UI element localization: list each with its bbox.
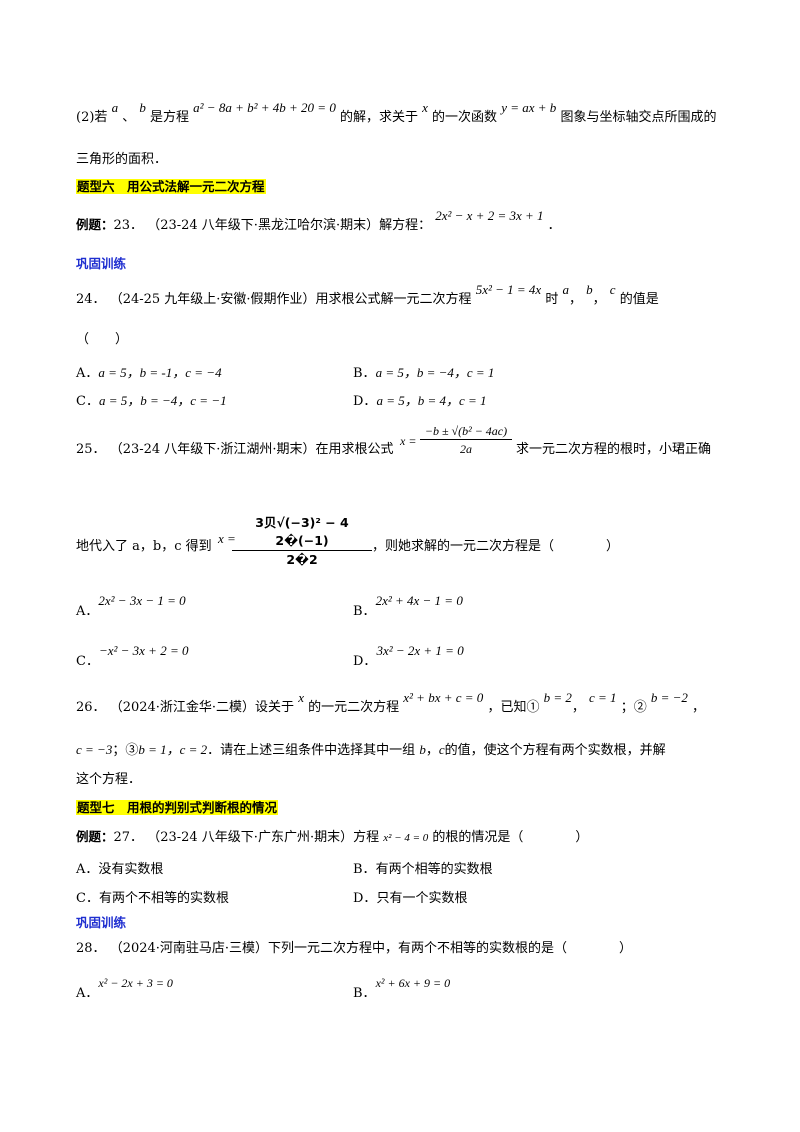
q26-equation: x² + bx + c = 0 bbox=[403, 690, 484, 705]
q24-option-a[interactable]: A．a = 5，b = -1，c = −4 bbox=[76, 365, 222, 381]
q25-stem-line1-tail: 求一元二次方程的根时，小珺正确 bbox=[516, 442, 712, 457]
substituted-formula-denominator: 2�2 bbox=[286, 552, 318, 567]
q22-part2-line2: 三角形的面积． bbox=[76, 152, 168, 167]
q23-equation: 2x² − x + 2 = 3x + 1 bbox=[435, 208, 544, 223]
practice-heading-2: 巩固训练 bbox=[76, 915, 127, 930]
q27-option-c[interactable]: C．有两个不相等的实数根 bbox=[76, 891, 229, 906]
var-x: x bbox=[422, 100, 428, 115]
quadratic-formula-denominator: 2a bbox=[460, 442, 472, 456]
substituted-formula-numerator: 3贝√(−3)² − 4 2�(−1) bbox=[255, 515, 349, 548]
q25-stem-line1: 25． （23-24 八年级下·浙江湖州·期末）在用求根公式 bbox=[76, 442, 394, 457]
fraction-bar bbox=[232, 550, 372, 551]
q24-option-d[interactable]: D．a = 5，b = 4，c = 1 bbox=[353, 393, 487, 409]
q23: 例题：23． （23-24 八年级下·黑龙江哈尔滨·期末）解方程： 2x² − … bbox=[76, 208, 561, 233]
q25-stem-line2-tail: ，则她求解的一元二次方程是（ ） bbox=[372, 539, 620, 554]
q27-option-a[interactable]: A．没有实数根 bbox=[76, 862, 164, 877]
q24-answer-paren: （ ） bbox=[76, 332, 129, 347]
q25-stem-line2: 地代入了 a，b，c 得到 bbox=[76, 539, 212, 554]
var-b: b bbox=[139, 100, 146, 115]
quadratic-formula-numerator: −b ± √(b² − 4ac) bbox=[424, 424, 508, 438]
section7-title: 题型七 用根的判别式判断根的情况 bbox=[76, 800, 279, 815]
q26-line3: 这个方程． bbox=[76, 772, 142, 787]
q27-option-d[interactable]: D．只有一个实数根 bbox=[353, 891, 468, 906]
q28-option-b[interactable]: B．x² + 6x + 9 = 0 bbox=[353, 976, 451, 1001]
q25-option-b[interactable]: B．2x² + 4x − 1 = 0 bbox=[353, 593, 463, 619]
section6-title: 题型六 用公式法解一元二次方程 bbox=[76, 179, 266, 194]
fraction-bar bbox=[420, 439, 512, 440]
q27-option-b[interactable]: B．有两个相等的实数根 bbox=[353, 862, 493, 877]
quadratic-formula: −b ± √(b² − 4ac) 2a bbox=[420, 423, 512, 458]
q26-line2: c = −3；③b = 1，c = 2．请在上述三组条件中选择其中一组 b，c的… bbox=[76, 742, 666, 758]
section6-heading: 题型六 用公式法解一元二次方程 bbox=[76, 178, 266, 197]
q27-equation: x² − 4 = 0 bbox=[383, 832, 429, 844]
q24-stem: 24． （24-25 九年级上·安徽·假期作业）用求根公式解一元二次方程 5x²… bbox=[76, 282, 659, 307]
quadratic-formula-lhs: x = bbox=[400, 434, 417, 448]
q24-option-b[interactable]: B．a = 5，b = −4，c = 1 bbox=[353, 365, 495, 381]
q27-stem: 例题：27． （23-24 八年级下·广东广州·期末）方程 x² − 4 = 0… bbox=[76, 829, 589, 845]
substituted-formula-lhs: x = bbox=[218, 531, 236, 546]
q22-part2-line1: (2)若 a 、 b 是方程 a² − 8a + b² + 4b + 20 = … bbox=[76, 100, 717, 125]
section7-heading: 题型七 用根的判别式判断根的情况 bbox=[76, 799, 279, 818]
q25-option-c[interactable]: C．−x² − 3x + 2 = 0 bbox=[76, 643, 189, 669]
linear-function: y = ax + b bbox=[501, 100, 557, 115]
substituted-formula: 3贝√(−3)² − 4 2�(−1) 2�2 bbox=[232, 514, 372, 569]
var-a: a bbox=[111, 100, 119, 115]
q28-option-a[interactable]: A．x² − 2x + 3 = 0 bbox=[76, 976, 173, 1001]
q25-option-d[interactable]: D．3x² − 2x + 1 = 0 bbox=[353, 643, 464, 669]
equation-ab: a² − 8a + b² + 4b + 20 = 0 bbox=[193, 100, 336, 115]
q28-stem: 28． （2024·河南驻马店·三模）下列一元二次方程中，有两个不相等的实数根的… bbox=[76, 941, 633, 956]
q25-option-a[interactable]: A．2x² − 3x − 1 = 0 bbox=[76, 593, 186, 619]
q26-line1: 26． （2024·浙江金华·二模）设关于 x 的一元二次方程 x² + bx … bbox=[76, 690, 706, 715]
practice-heading-1: 巩固训练 bbox=[76, 256, 127, 271]
q24-option-c[interactable]: C．a = 5，b = −4，c = −1 bbox=[76, 393, 227, 409]
q24-equation: 5x² − 1 = 4x bbox=[475, 282, 542, 297]
